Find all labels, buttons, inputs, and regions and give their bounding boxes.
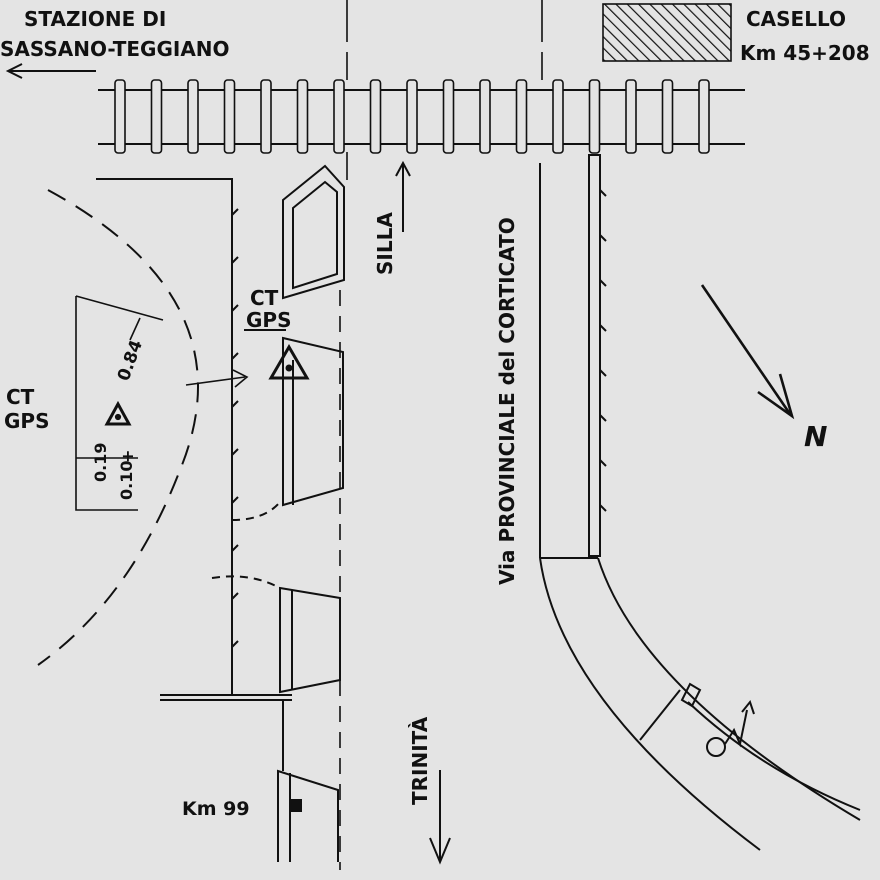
station-block [96,178,292,701]
fence-tick [231,544,239,552]
fence-tick [231,304,239,312]
rail-sleeper [260,79,272,154]
fence-tick [231,640,239,648]
rail-sleeper [369,79,382,154]
fence-tick [231,448,239,456]
road-edge-tick [599,504,607,512]
benchmark-triangle-left-icon [104,400,132,426]
ct-gps-right-line1: CT [250,286,279,310]
road-edge-tick [599,324,607,332]
rail-sleeper [187,79,199,154]
rail-sleeper [552,79,564,154]
rail-sleeper [406,79,418,154]
dimension-019: 0.19 [91,443,110,482]
dimension-010: 0.10 [117,461,136,500]
rail-sleeper [296,79,309,154]
road-name-label: Via PROVINCIALE del CORTICATO [495,217,519,585]
trinita-label: TRINITÀ [408,716,432,805]
rail-sleeper [698,79,710,154]
fence-ticks [231,208,239,648]
road-edge-tick [599,234,607,242]
km99-label: Km 99 [182,798,250,820]
road-edge-tick [599,459,607,467]
direction-arrow-icon [5,63,451,865]
ct-gps-right-line2: GPS [246,308,291,332]
rail-sleeper [625,79,637,154]
road-edge-tick [599,369,607,377]
fence-tick [231,256,239,264]
traffic-islands [211,164,345,862]
station-label-line1: STAZIONE DI [24,7,166,31]
railway [98,79,745,154]
dimension-box [75,295,249,511]
rail-sleeper [223,79,236,154]
road-edge-ticks [599,189,607,512]
fence-tick [231,496,239,504]
station-label-line2: SASSANO-TEGGIANO [0,37,230,61]
fence-tick [231,352,239,360]
dashed-arc [37,189,199,666]
ct-gps-left-line2: GPS [4,409,49,433]
railway-sleepers [114,79,710,154]
rail-sleeper [150,79,163,154]
casello-label-line2: Km 45+208 [740,41,870,65]
benchmark-triangle-icon [244,329,310,380]
fence-tick [231,208,239,216]
provincial-road [539,154,861,851]
north-label: N [804,420,827,453]
rail-sleeper [588,79,601,154]
ct-gps-left-line1: CT [6,385,35,409]
rail-sleeper [114,79,126,154]
silla-label: SILLA [373,212,397,275]
dimension-084: 0.84 [114,337,147,383]
road-edge-tick [599,414,607,422]
casello-building [602,3,732,62]
fence-tick [231,592,239,600]
north-arrow-icon [700,284,795,420]
rail-sleeper [479,79,491,154]
rail-sleeper [333,79,345,154]
rail-sleeper [442,79,455,154]
road-centerlines [339,0,543,870]
road-edge-tick [599,189,607,197]
rail-sleeper [515,79,528,154]
rail-sleeper [661,79,674,154]
fence-tick [231,400,239,408]
dimension-plus: + [118,450,137,463]
road-edge-tick [599,279,607,287]
casello-label-line1: CASELLO [746,7,846,31]
